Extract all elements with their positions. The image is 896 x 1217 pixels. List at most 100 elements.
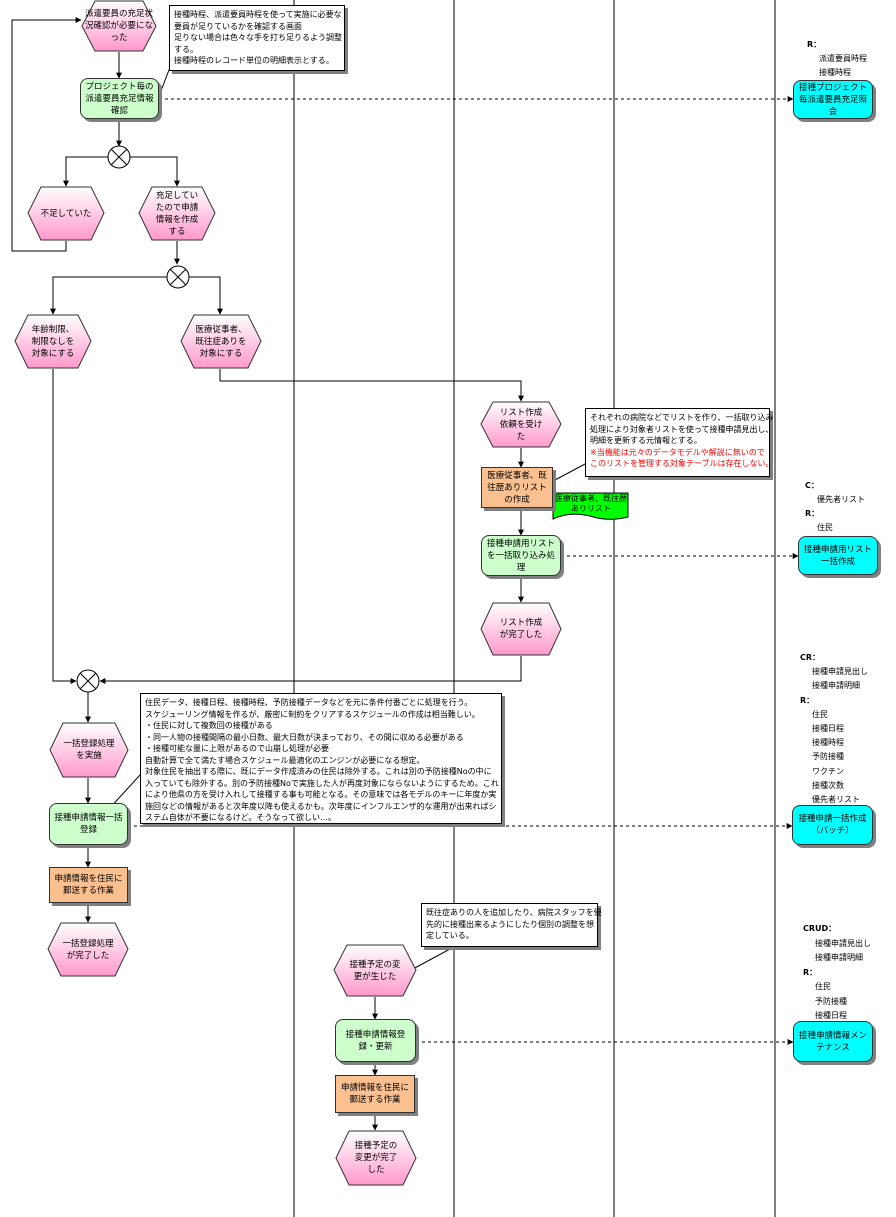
document-shape [552, 492, 629, 520]
crud-entity: ワクチン [812, 766, 844, 776]
crud-entity: 接種日程 [815, 1011, 847, 1020]
event-change-done: 接種予定の変更が完了した [335, 1130, 417, 1186]
note-line: 足りない場合は色々な手を打ち足りるよう調整 [174, 33, 342, 42]
event-list-request: リスト作成依頼を受けた [480, 401, 562, 448]
crud-entity: 住民 [815, 982, 831, 991]
manual-task-mail-1: 申請情報を住民に郵送する作業 [49, 867, 128, 903]
crud-entity: 接種申請見出し [815, 938, 871, 948]
note-line: 自動計算で全て満たす場合スケジュール最適化のエンジンが必要になる想定。 [145, 755, 425, 765]
system-batch-create: 接種申請一括作成（バッチ） [792, 805, 873, 845]
crud-entity: 住民 [817, 523, 833, 532]
crud-entity: 予防接種 [815, 996, 847, 1006]
lane-separators [293, 0, 776, 1217]
system-project-inquiry: 接種プロジェクト毎派遣要員充足照会 [793, 80, 873, 119]
crud-entity: 接種日程 [812, 724, 844, 734]
connectors [76, 145, 190, 693]
crud-op: R： [803, 967, 818, 977]
crud-op: R： [800, 695, 815, 705]
event-list-done: リスト作成が完了した [480, 602, 562, 656]
crud-entity: 接種申請見出し [812, 667, 868, 677]
crud-entity: 派遣要員時程 [819, 54, 867, 63]
note-scheduling-description: 住民データ、接種日程、接種時程、予防接種データなどを元に条件付番ごとに処理を行う… [140, 693, 502, 824]
note-line: により他県の方を受け入れして接種する事も可能となる。その意味では各モデルのキーに… [145, 790, 497, 799]
manual-task-mail-2: 申請情報を住民に郵送する作業 [335, 1075, 415, 1113]
note-line: 既往症ありの人を追加したり、病院スタッフを優 [426, 908, 602, 917]
note-line: ・接種可能な量に上限があるので山崩し処理が必要 [145, 744, 329, 753]
process-maintenance: 接種申請情報登録・更新 [335, 1019, 416, 1062]
note-line: 定している。 [426, 931, 474, 940]
process-bulk-import: 接種申請用リストを一括取り込み処理 [481, 535, 561, 576]
event-bulk-start: 一括登録処理を実施 [49, 722, 129, 778]
crud-batch-create: CR： 接種申請見出し 接種申請明細 R： 住民 接種日程 接種時程 予防接種 … [800, 651, 868, 807]
note-line: 住民データ、接種日程、接種時程、予防接種データなどを元に条件付番ごとに処理を行う… [145, 698, 473, 707]
event-label: 医療従事者、既往症ありを対象にする [195, 324, 247, 359]
crud-list-create: C： 優先者リスト R： 住民 [805, 479, 865, 535]
xor-connector-3 [76, 669, 100, 693]
crud-entity: 優先者リスト [817, 495, 865, 504]
crud-entity: 接種次数 [812, 780, 844, 790]
event-bulk-done: 一括登録処理が完了した [47, 922, 129, 977]
crud-project-inquiry: R： 派遣要員時程 接種時程 [807, 38, 867, 80]
event-label: リスト作成が完了した [499, 618, 543, 640]
event-shortage: 不足していた [27, 186, 105, 241]
note-line: それぞれの病院などでリストを作り、一括取り込み [590, 413, 774, 422]
crud-entity: 優先者リスト [812, 795, 860, 805]
crud-entity: 接種時程 [819, 68, 851, 77]
event-change-occurred: 接種予定の変更が生じた [333, 944, 417, 997]
system-links [128, 96, 799, 1045]
crud-entity: 接種申請明細 [815, 953, 863, 962]
crud-entity: 接種時程 [812, 738, 844, 748]
note-line: 処理により対象者リストを使って接種申請見出し、 [590, 424, 774, 434]
note-line: 接種時程、派遣要員時程を使って実施に必要な [174, 10, 342, 19]
event-sufficient: 充足していたので申請情報を作成する [138, 186, 216, 241]
note-line: 対象住民を抽出する際に、既にデータ作成済みの住民は除外する。これは別の予防接種N… [145, 767, 492, 776]
crud-op: CRUD： [803, 924, 837, 933]
event-label: リスト作成依頼を受けた [499, 407, 543, 442]
event-age-free: 年齢制限、制限なしを対象にする [14, 314, 92, 369]
document-label: 医療従事者、既往歴ありリスト [555, 494, 627, 513]
note-line: スケジューリング情報を作るが、厳密に制約をクリアするスケジュールの作成は相当難し… [145, 709, 480, 719]
event-label: 一括登録処理を実施 [63, 739, 115, 761]
system-list-create: 接種申請用リスト一括作成 [798, 536, 878, 575]
crud-op: CR： [800, 653, 821, 662]
note-screen-description: 接種時程、派遣要員時程を使って実施に必要な 要員が足りているかを確認する画面 足… [169, 5, 345, 71]
xor-connector-2 [166, 265, 190, 289]
event-label: 充足していたので申請情報を作成する [155, 190, 199, 237]
manual-task-medical-list: 医療従事者、既往歴ありリストの作成 [481, 467, 553, 508]
event-label: 接種予定の変更が完了した [354, 1141, 398, 1175]
process-bulk-register: 接種申請情報一括登録 [49, 803, 128, 845]
note-warning-line: このリストを管理する対象テーブルは存在しない。 [590, 459, 774, 468]
crud-entity: 予防接種 [812, 752, 844, 762]
flow-lines [11, 17, 524, 1131]
note-line: ・住民に対して複数回の接種がある [145, 721, 273, 730]
note-line: 施回などの情報があると次年度以降も使えるかも。次年度にインフルエンザ的な運用が出… [145, 801, 497, 811]
crud-op: C： [805, 481, 819, 490]
event-label: 接種予定の変更が生じた [349, 959, 401, 982]
event-start: 派遣要員の充足状況確認が必要になった [81, 0, 157, 52]
event-medical: 医療従事者、既往症ありを対象にする [180, 314, 262, 369]
note-line: 入っていても除外する。別の予防接種Noで実施した人が再度対象にならないようにする… [145, 778, 499, 788]
event-label: 派遣要員の充足状況確認が必要になった [84, 9, 153, 43]
xor-connector-1 [107, 145, 131, 169]
note-change-description: 既往症ありの人を追加したり、病院スタッフを優 先的に接種出来るようにしたり個別の… [421, 903, 602, 947]
event-label: 不足していた [40, 208, 92, 219]
crud-entity: 住民 [812, 709, 828, 719]
crud-maintenance: CRUD： 接種申請見出し 接種申請明細 R： 住民 予防接種 接種日程 [803, 922, 871, 1024]
note-line: 明細を更新する元情報とする。 [590, 436, 702, 445]
crud-entity: 接種申請明細 [812, 681, 860, 691]
note-line: する。 [174, 44, 198, 54]
event-label: 一括登録処理が完了した [62, 938, 114, 961]
note-list-description: それぞれの病院などでリストを作り、一括取り込み 処理により対象者リストを使って接… [585, 408, 774, 477]
note-line: 要員が足りているかを確認する画面 [174, 21, 302, 31]
note-line: ステム自体が不要になるけど。そうなって欲しい…。 [145, 813, 336, 822]
process-project-check: プロジェクト毎の派遣要員充足情報確認 [80, 78, 159, 119]
crud-op: R： [805, 509, 820, 518]
note-line: 接種時程のレコード単位の明細表示とする。 [174, 56, 334, 65]
system-maintenance: 接種申請情報メンテナンス [793, 1021, 873, 1062]
note-warning-line: ※当機能は元々のデータモデルや解説に無いので [590, 447, 765, 457]
note-line: 先的に接種出来るようにしたり個別の調整を想 [426, 919, 594, 929]
crud-op: R： [807, 40, 822, 49]
note-line: ・同一人物の接種間隔の最小日数、最大日数が決まっており、その間に収める必要がある [145, 732, 464, 742]
event-label: 年齢制限、制限なしを対象にする [31, 324, 75, 359]
